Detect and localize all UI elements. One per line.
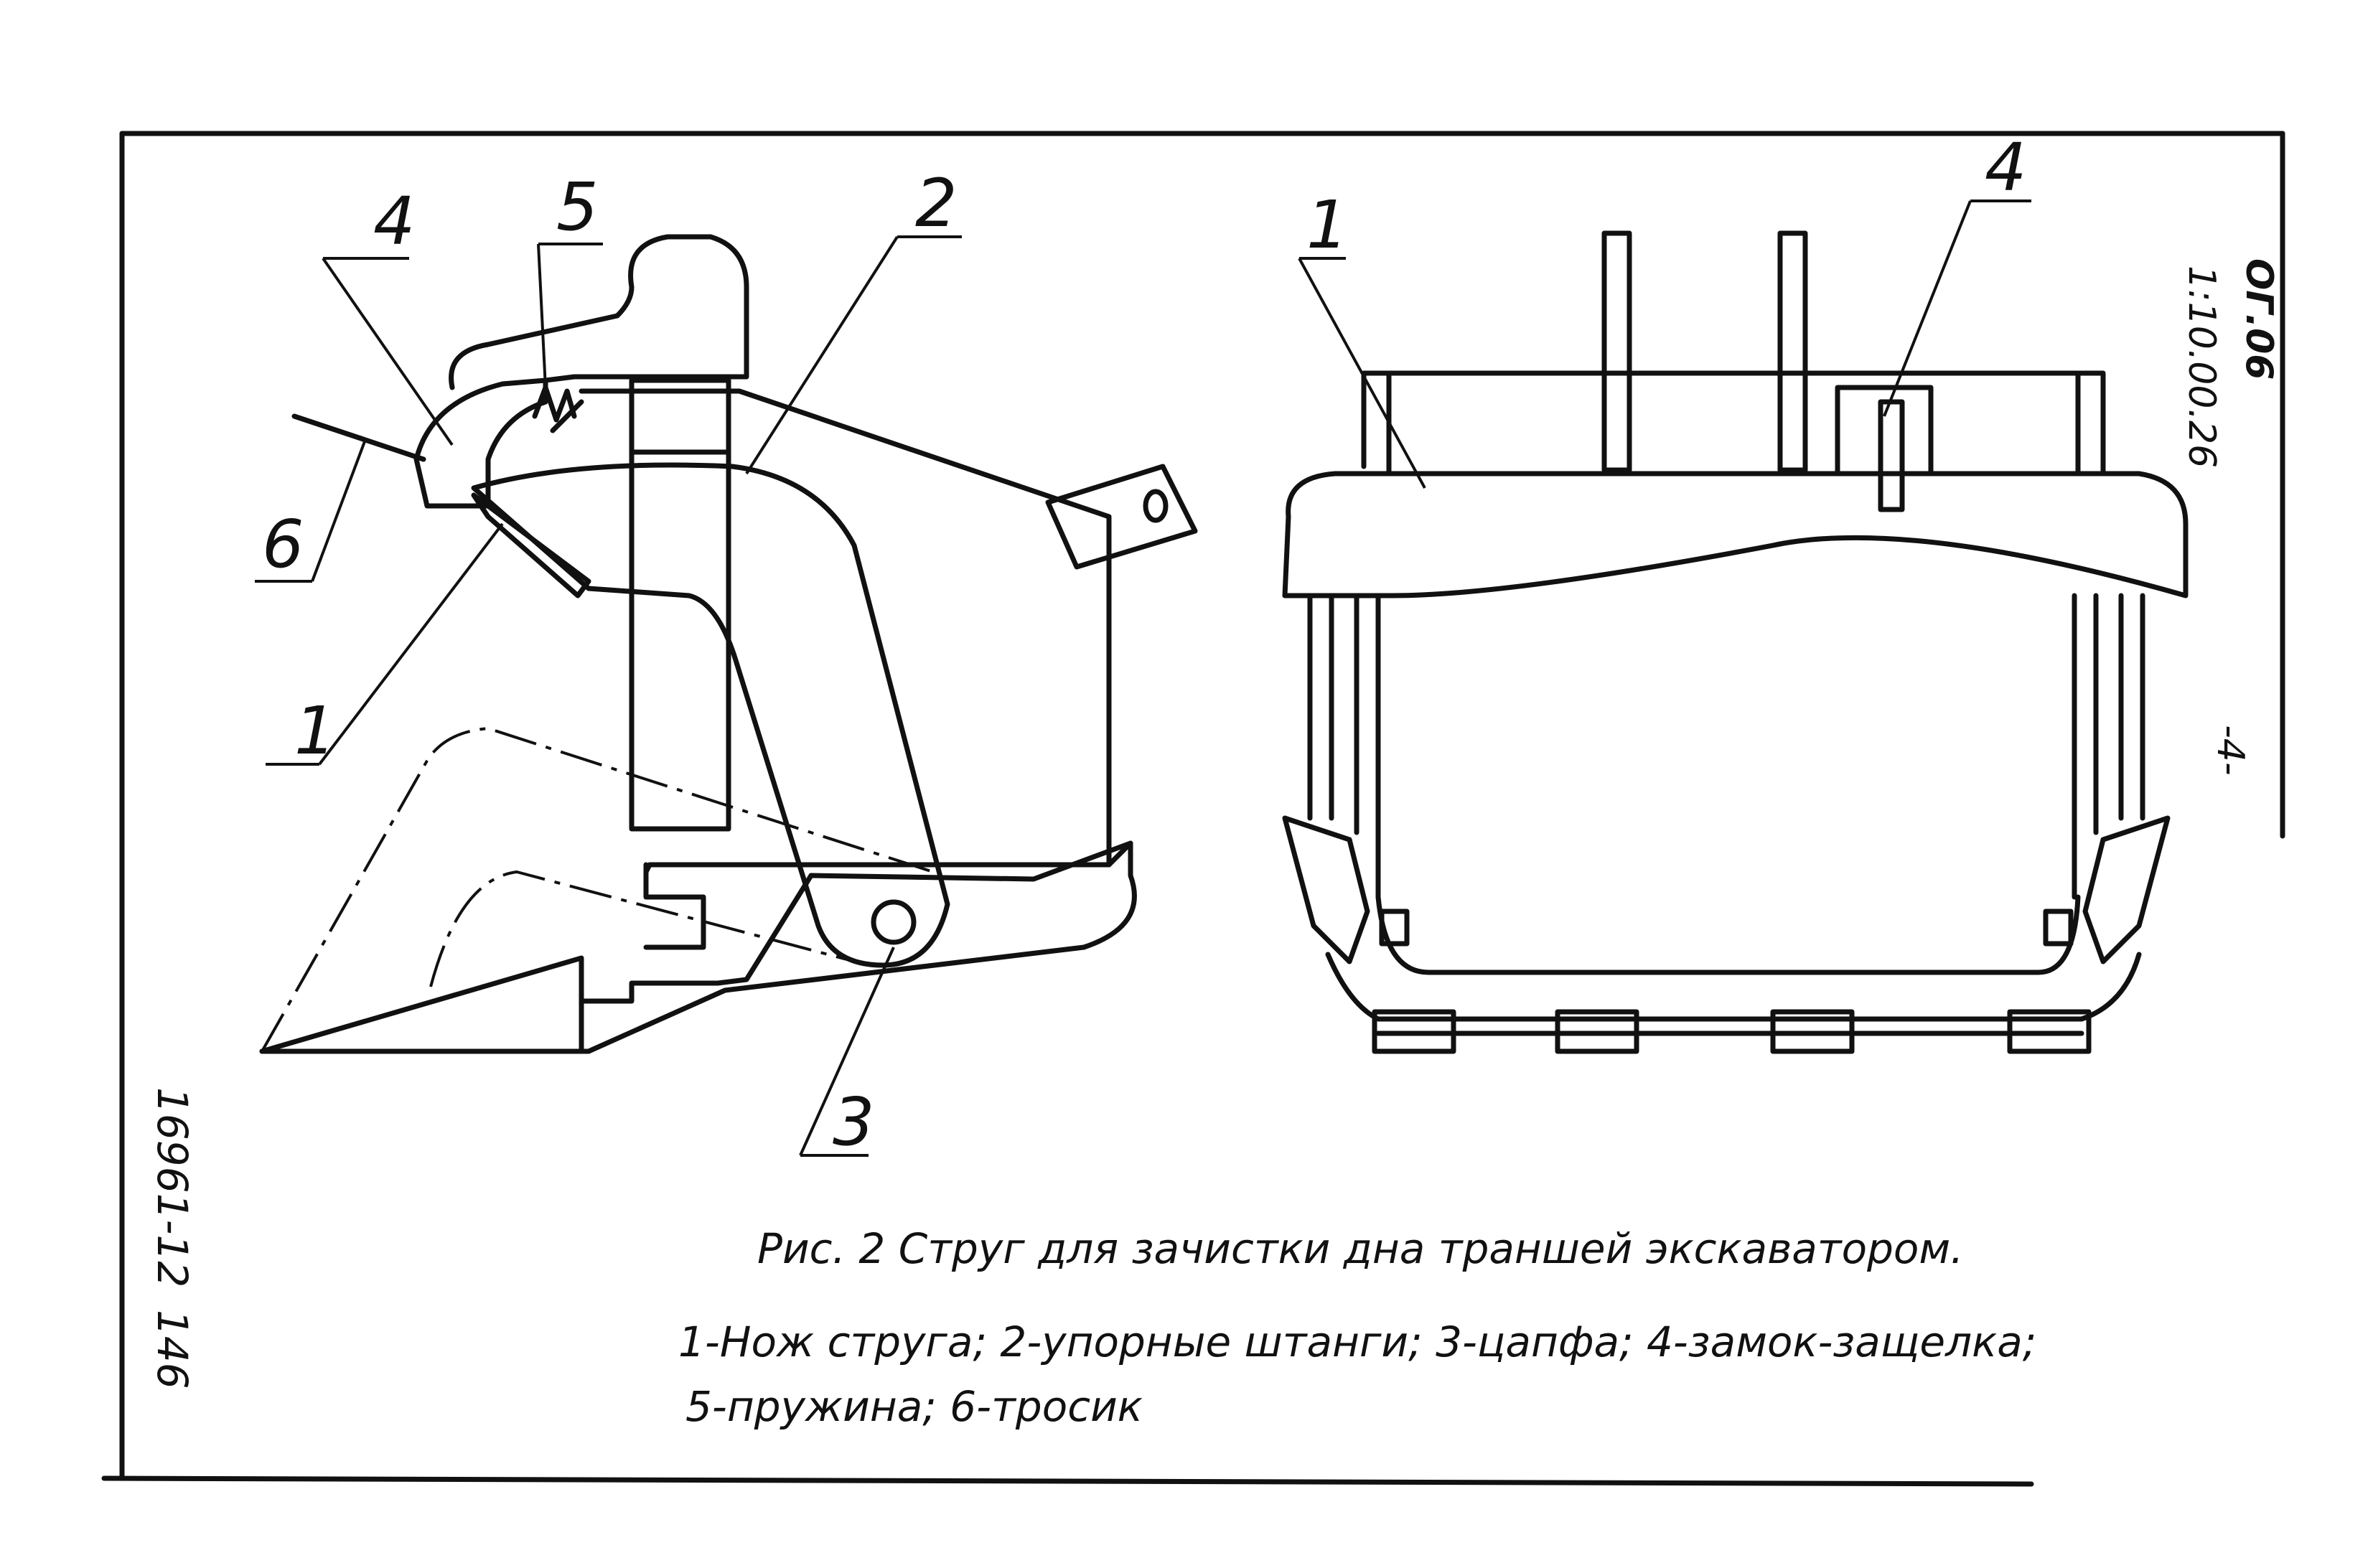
callout-2: 2 — [915, 165, 958, 242]
margin-code-right: 1:10.00.26 — [2180, 266, 2223, 468]
callout-1-side: 1 — [294, 693, 337, 769]
page-mark: -4- — [2209, 725, 2252, 776]
legend-line-2: 5-пружина; 6-тросик — [685, 1382, 1143, 1431]
drawing-frame — [101, 131, 2285, 1487]
callout-3: 3 — [833, 1084, 875, 1160]
margin-code-left: 16961-12 — [148, 1087, 197, 1287]
callout-5: 5 — [556, 169, 599, 245]
side-view — [255, 234, 1198, 1157]
front-view — [1282, 199, 2189, 1054]
callout-6: 6 — [262, 506, 304, 583]
figure-caption: Рис. 2 Струг для зачистки дна траншей эк… — [757, 1224, 1964, 1273]
callout-4-front: 4 — [1985, 129, 2027, 206]
legend-line-1: 1-Нож струга; 2-упорные штанги; 3-цапфа;… — [678, 1318, 2036, 1366]
callout-4-side: 4 — [373, 183, 416, 260]
margin-code-right-top: ОГ.06 — [2237, 258, 2280, 380]
margin-page-left: 146 — [148, 1310, 197, 1389]
callout-1-front: 1 — [1306, 187, 1349, 263]
